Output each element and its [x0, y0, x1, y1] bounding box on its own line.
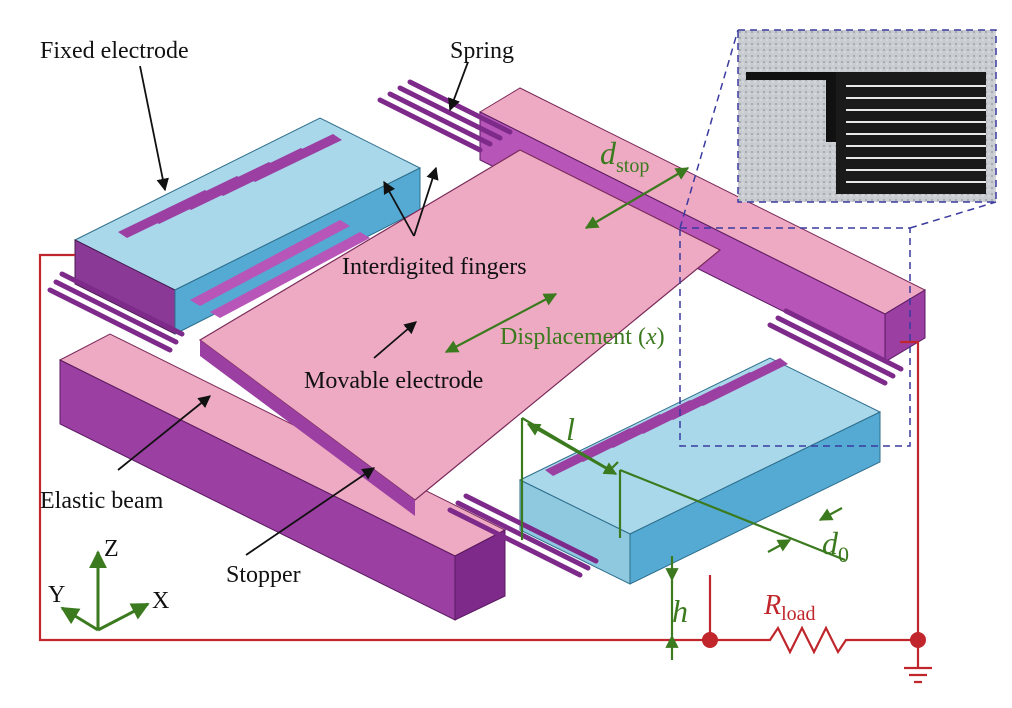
axis-label-z: Z — [104, 536, 119, 562]
displacement-arrow — [444, 293, 558, 353]
callout-arrows — [117, 61, 469, 556]
fixed-electrode-bottom-right — [518, 357, 882, 585]
label-elastic-beam: Elastic beam — [40, 488, 164, 514]
label-l: l — [566, 411, 575, 447]
dimension-annotations — [444, 167, 846, 660]
axis-label-y: Y — [48, 582, 65, 608]
circuit-node-right — [910, 632, 926, 648]
spring-left — [47, 271, 185, 353]
left-pink-frame — [58, 333, 507, 621]
label-r-load: Rload — [763, 590, 816, 625]
label-displacement: Displacement (x) — [500, 324, 665, 350]
d0-arrow-right — [818, 507, 843, 521]
label-stopper: Stopper — [226, 562, 301, 588]
label-interdigited-fingers: Interdigited fingers — [342, 254, 527, 280]
label-spring: Spring — [450, 38, 514, 64]
inset-micrograph — [679, 29, 997, 447]
spring-right — [767, 308, 904, 386]
circuit-node-left — [702, 632, 718, 648]
l-arrow — [526, 423, 618, 475]
label-d0: d0 — [822, 525, 849, 567]
d0-guide — [618, 468, 846, 562]
load-circuit — [38, 253, 932, 684]
axis-label-x: X — [152, 588, 169, 614]
label-movable-electrode: Movable electrode — [304, 368, 483, 394]
label-fixed-electrode: Fixed electrode — [40, 38, 189, 64]
label-d-stop: dstop — [600, 135, 649, 177]
d0-arrow-left — [767, 539, 792, 553]
coordinate-axes — [60, 550, 150, 632]
label-h: h — [672, 593, 688, 629]
spring-top — [377, 79, 513, 153]
fixed-fingers-top-left — [118, 134, 342, 238]
d-stop-arrow — [584, 167, 690, 229]
